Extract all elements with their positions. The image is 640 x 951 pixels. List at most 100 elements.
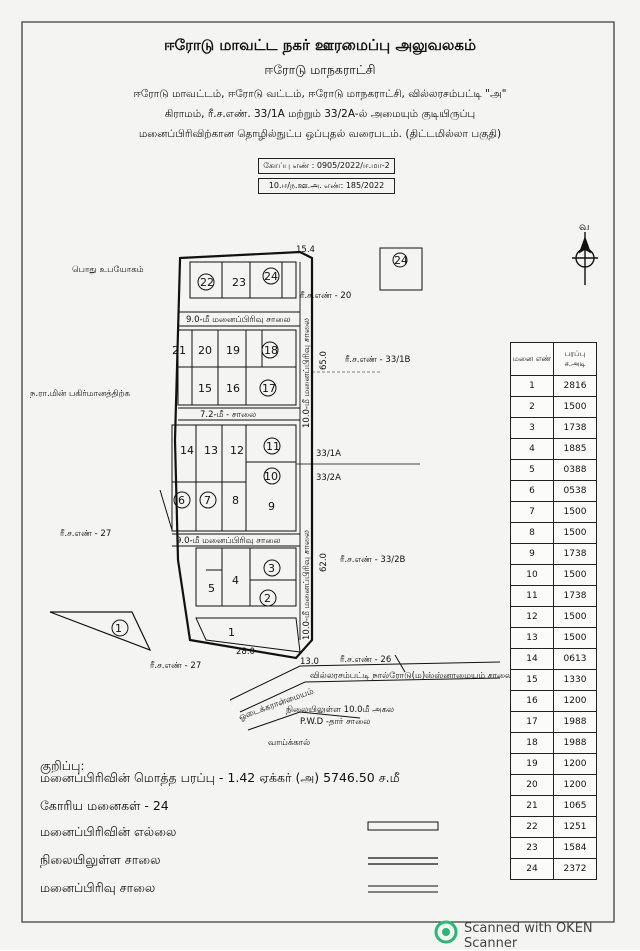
plot-number-cell: 20 (510, 774, 554, 796)
scanner-logo-icon (434, 920, 458, 944)
plot-1: 1 (228, 626, 235, 639)
plot-number-cell: 3 (510, 417, 554, 439)
legend-total-area: மனைப்பிரிவின் மொத்த பரப்பு - 1.42 ஏக்கர்… (40, 770, 400, 785)
plot-18: 18 (264, 344, 278, 357)
col-area: பரப்பு ச.அடி (553, 342, 597, 376)
plot-8: 8 (232, 494, 239, 507)
plot-6: 6 (178, 494, 185, 507)
plot-area-cell: 1738 (553, 585, 597, 607)
plot-area-cell: 2816 (553, 375, 597, 397)
plot-area-cell: 1065 (553, 795, 597, 817)
plot-11: 11 (266, 440, 280, 453)
plot-2: 2 (264, 592, 271, 605)
plot-area-cell: 1988 (553, 711, 597, 733)
legend-boundary-sample (367, 821, 439, 831)
pwd-road-label: P.W.D -தார் சாலை (300, 717, 370, 727)
plot-number-cell: 13 (510, 627, 554, 649)
plot-area-cell: 1500 (553, 564, 597, 586)
map-labels: பொது உபயோகம் ந.ரா.மின் பகிர்மானத்திற்க 9… (30, 245, 512, 748)
plot-number-cell: 12 (510, 606, 554, 628)
plot-area-cell: 0388 (553, 459, 597, 481)
purpose-line: மனைப்பிரிவிற்கான தொழில்நுட்ப ஒப்புதல் வர… (138, 128, 502, 140)
rs-27-b-label: ரீ.ச.எண் - 27 (150, 661, 201, 671)
plot-area-cell: 0538 (553, 480, 597, 502)
plot-number-cell: 5 (510, 459, 554, 481)
plot-15: 15 (198, 382, 212, 395)
park-label: ந.ரா.மின் பகிர்மானத்திற்க (30, 389, 131, 399)
plot-number-cell: 21 (510, 795, 554, 817)
plot-area-cell: 1500 (553, 501, 597, 523)
location-line: ஈரோடு மாவட்டம், ஈரோடு வட்டம், ஈரோடு மாநக… (133, 88, 507, 100)
villarasampatti-road-label: வில்லரசம்பட்டி நால்ரோடு(ம)ஸ்ஸ்னாமையம் சா… (310, 671, 512, 681)
plot-4: 4 (232, 574, 239, 587)
plot-number-cell: 19 (510, 753, 554, 775)
dim-28-label: 28.0 (236, 647, 255, 657)
dim-13-label: 13.0 (300, 657, 319, 667)
legend-boundary: மனைப்பிரிவின் எல்லை (40, 824, 177, 839)
existing-road (229, 654, 501, 731)
rs-27-a-label: ரீ.ச.எண் - 27 (60, 529, 111, 539)
block-bottom (195, 547, 297, 607)
dim-65-label: 65.0 (319, 351, 329, 370)
north-arrow-icon (572, 232, 598, 285)
plot-number-cell: 8 (510, 522, 554, 544)
plot-number-cell: 17 (510, 711, 554, 733)
legend-heading: குறிப்பு: (40, 758, 85, 773)
plot-20: 20 (198, 344, 212, 357)
dim-15-4-label: 15.4 (296, 245, 315, 255)
scanner-watermark: Scanned with OKEN Scanner (432, 918, 640, 951)
inset-plot-24: 24 (394, 254, 408, 267)
plot-number-cell: 14 (510, 648, 554, 670)
block-lower (159, 424, 297, 532)
rs-26-label: ரீ.ச.எண் - 26 (340, 655, 391, 665)
legend-plots-count: கோரிய மனைகள் - 24 (40, 798, 169, 813)
survey-line: கிராமம், ரீ.ச.எண். 33/1A மற்றும் 33/2A-ல… (164, 108, 476, 120)
plot-number-cell: 2 (510, 396, 554, 418)
plot-area-cell: 1500 (553, 396, 597, 418)
plot-3: 3 (268, 562, 275, 575)
rs-20-label: ரீ.ச.எண் - 20 (300, 291, 351, 301)
plot-area-cell: 1885 (553, 438, 597, 460)
public-purpose-label: பொது உபயோகம் (72, 265, 144, 275)
north-label: வ (579, 220, 590, 233)
road-10m-upper-label: 10.0-மீ மனைப்பிரிவு சாலை (302, 318, 312, 428)
road-9m-top-label: 9.0-மீ மனைப்பிரிவு சாலை (186, 315, 291, 325)
plot-16: 16 (226, 382, 240, 395)
plot-12: 12 (230, 444, 244, 457)
corporation-title: ஈரோடு மாநகராட்சி (264, 62, 376, 77)
plot-numbers: 22 23 24 21 20 19 18 15 16 17 14 13 12 1… (115, 254, 408, 639)
approval-number-box: 10.ஈ/ந.ஊ.அ. எண்: 185/2022 (258, 178, 395, 194)
plot-area-cell: 1988 (553, 732, 597, 754)
col-plot-number: மனை எண் (510, 342, 554, 376)
road-10m-lower-label: 10.0-மீ மனைப்பிரிவு சாலை (302, 530, 312, 640)
plot-area-cell: 2372 (553, 858, 597, 880)
plot-area-cell: 0613 (553, 648, 597, 670)
legend-layout-road: மனைப்பிரிவு சாலை (40, 880, 156, 895)
plot-area-cell: 1200 (553, 753, 597, 775)
plot-5: 5 (208, 582, 215, 595)
sheet-border (21, 21, 615, 923)
plot-13: 13 (204, 444, 218, 457)
plot-number-cell: 1 (510, 375, 554, 397)
rs-33-1b-label: ரீ.ச.எண் - 33/1B (345, 355, 411, 365)
road-72m-label: 7.2-மீ - சாலை (200, 410, 256, 420)
